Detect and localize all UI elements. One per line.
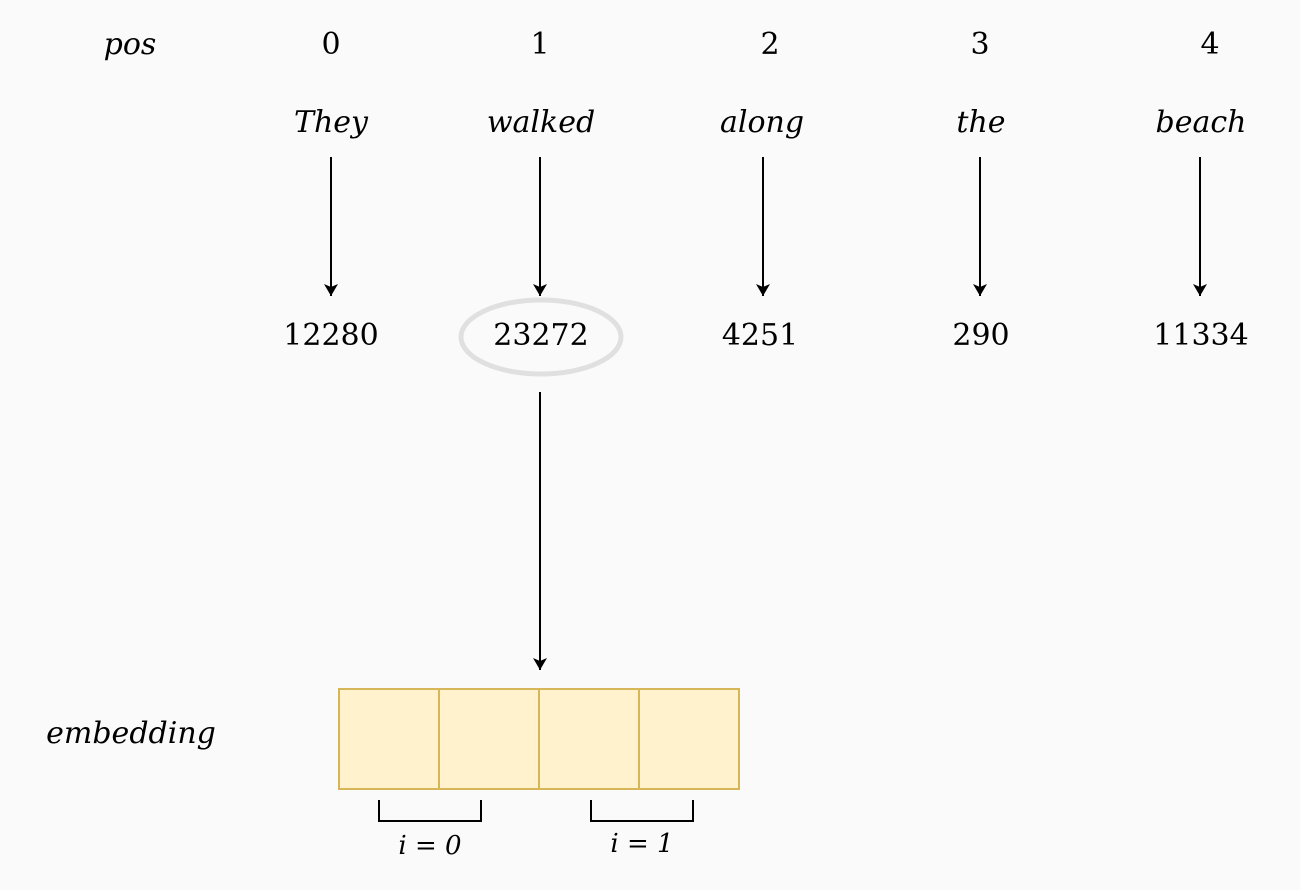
word-4: beach: [1155, 105, 1247, 140]
position-2: 2: [760, 27, 780, 62]
token-id-2: 4251: [721, 318, 799, 353]
token-id-4: 11334: [1153, 318, 1249, 353]
word-3: the: [956, 105, 1006, 140]
pos-label: pos: [103, 27, 157, 62]
bracket-i0: [378, 800, 482, 822]
word-0: They: [293, 105, 369, 140]
embedding-cell-3: [638, 688, 740, 790]
embedding-label: embedding: [46, 716, 216, 751]
position-1: 1: [530, 27, 550, 62]
word-2: along: [719, 105, 805, 140]
position-0: 0: [321, 27, 341, 62]
bracket-i1: [590, 800, 694, 822]
word-1: walked: [486, 105, 596, 140]
position-3: 3: [970, 27, 990, 62]
embedding-cell-2: [538, 688, 640, 790]
embedding-cell-0: [338, 688, 440, 790]
token-id-1: 23272: [493, 318, 589, 353]
token-id-0: 12280: [283, 318, 379, 353]
position-4: 4: [1200, 27, 1220, 62]
highlight-ellipse: [458, 297, 624, 377]
embedding-cell-1: [438, 688, 540, 790]
index-label-i0: i = 0: [398, 831, 462, 861]
index-label-i1: i = 1: [610, 829, 674, 859]
token-id-3: 290: [952, 318, 1010, 353]
